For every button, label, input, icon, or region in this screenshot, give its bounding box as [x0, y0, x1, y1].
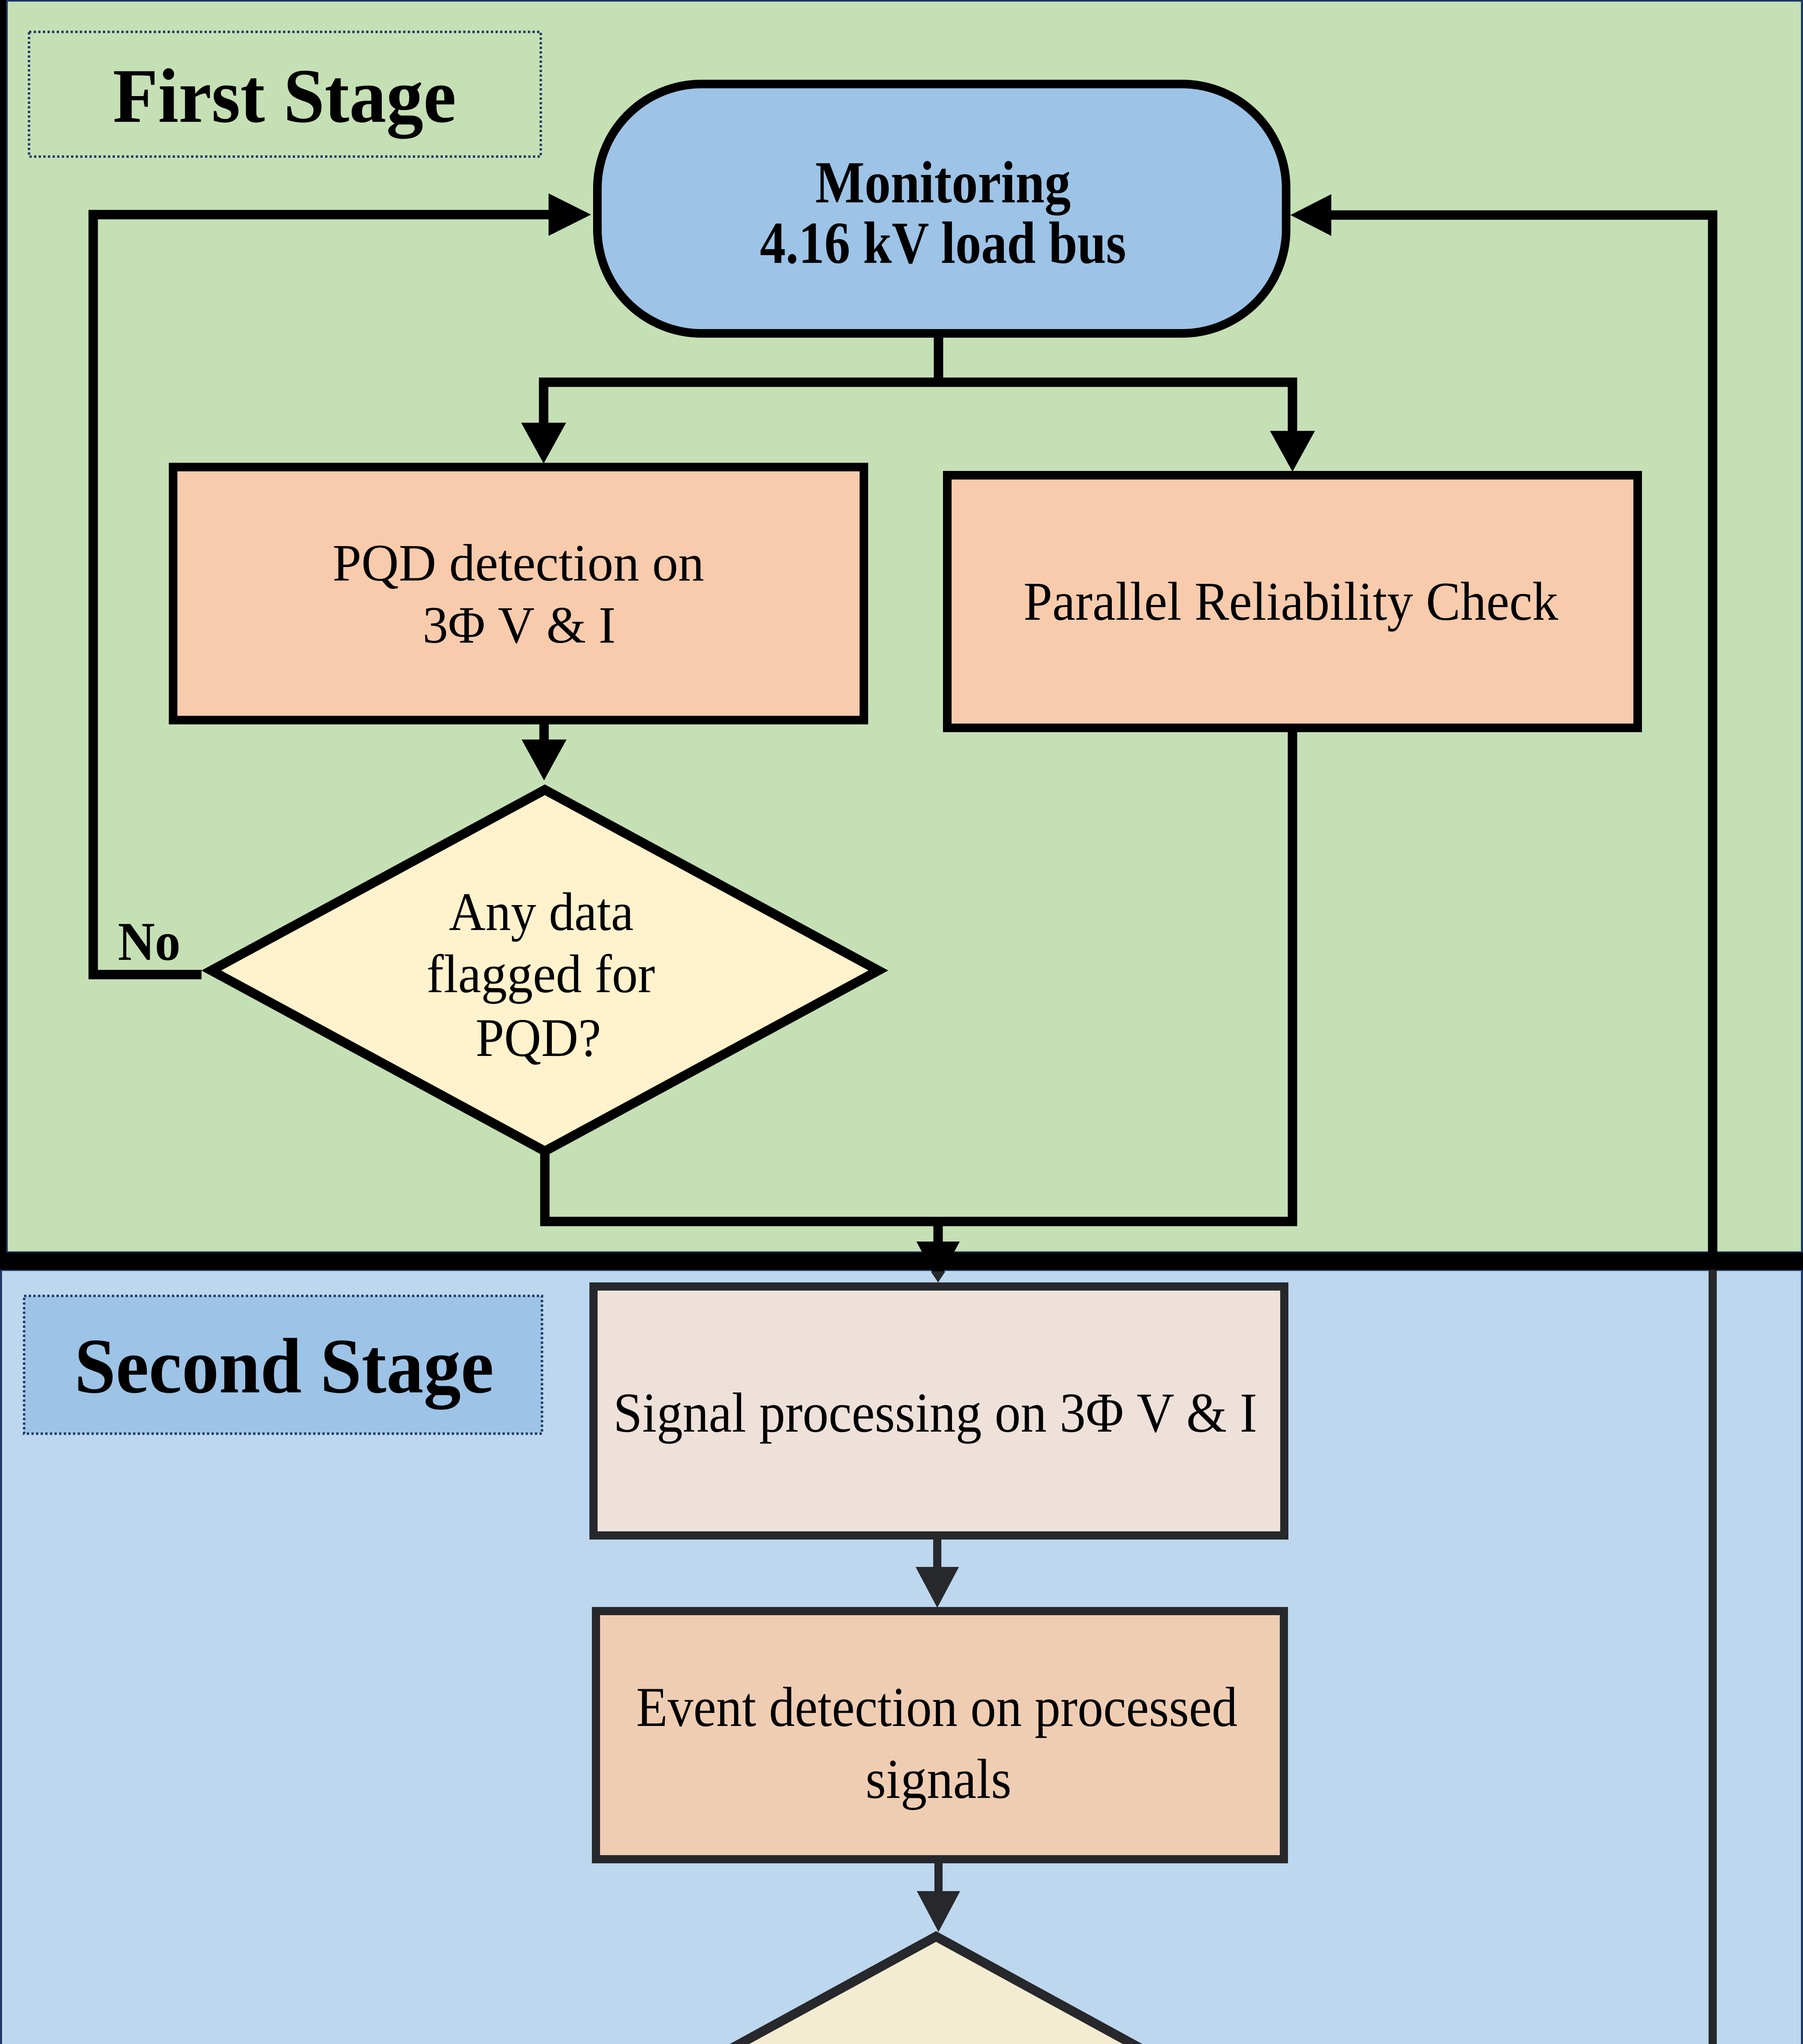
svg-text:First Stage: First Stage	[113, 53, 456, 139]
svg-text:4.16 kV load bus: 4.16 kV load bus	[760, 210, 1126, 276]
svg-text:Second Stage: Second Stage	[74, 1322, 494, 1410]
svg-text:3Φ V & I: 3Φ V & I	[423, 596, 616, 654]
svg-text:flagged for: flagged for	[427, 944, 655, 1004]
svg-text:signals: signals	[866, 1748, 1012, 1810]
svg-text:Event detection on processed: Event detection on processed	[636, 1676, 1238, 1738]
svg-text:Monitoring: Monitoring	[815, 149, 1071, 215]
svg-text:Any data: Any data	[449, 881, 634, 942]
svg-text:PQD?: PQD?	[476, 1007, 601, 1068]
svg-text:Signal processing on 3Φ V & I: Signal processing on 3Φ V & I	[614, 1381, 1257, 1444]
svg-text:No: No	[118, 911, 181, 972]
svg-text:PQD detection on: PQD detection on	[333, 534, 704, 592]
svg-text:Parallel Reliability Check: Parallel Reliability Check	[1024, 571, 1558, 632]
